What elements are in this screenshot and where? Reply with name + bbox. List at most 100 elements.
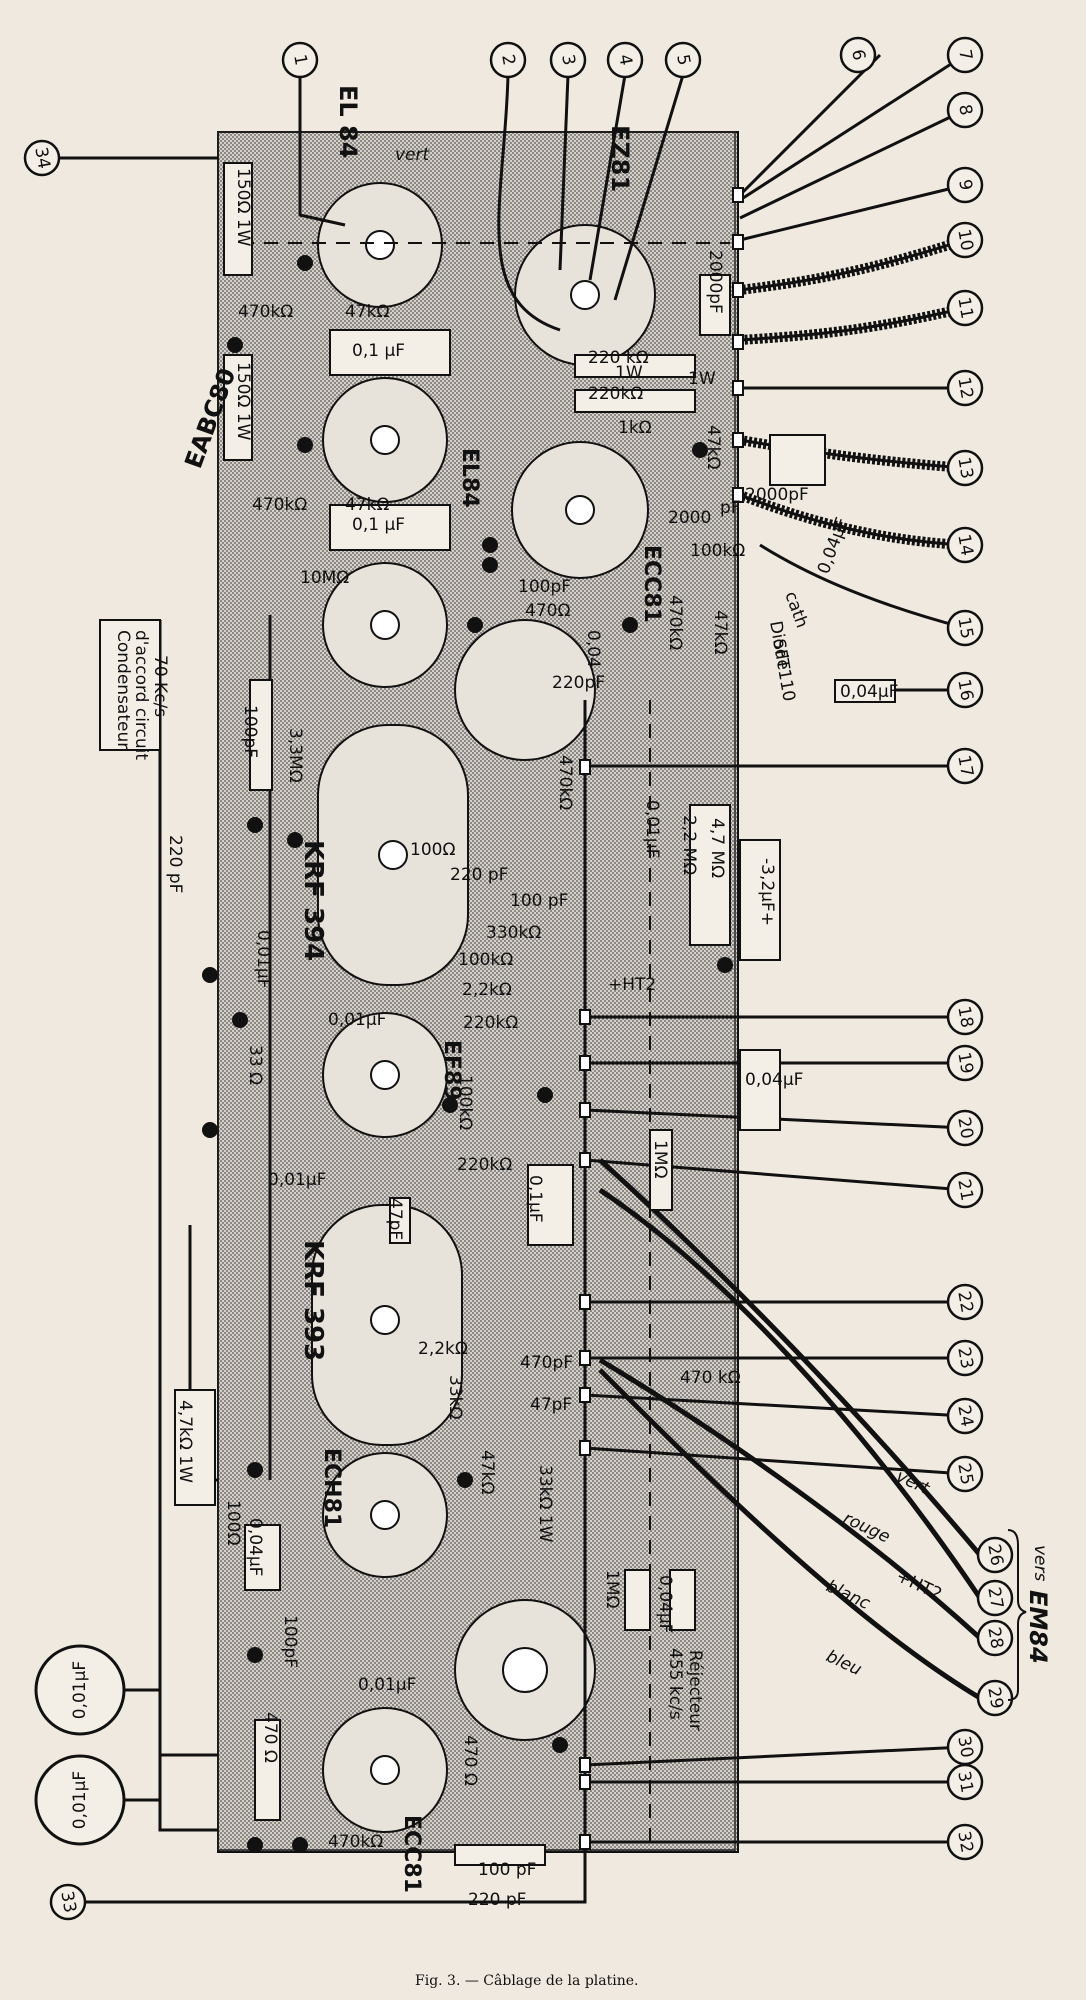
terminal-12: 12: [946, 369, 984, 407]
component-label-r-330k: 330kΩ: [486, 923, 541, 943]
component-label-r-2-2M: 2,2 MΩ: [679, 815, 699, 875]
component-label-c-01-a: 0,1 µF: [352, 341, 405, 361]
terminal-label: 21: [953, 1178, 976, 1203]
component-label-c-2000-c: 2000pF: [745, 485, 809, 505]
terminal-24: 24: [946, 1397, 984, 1435]
terminal-17: 17: [946, 747, 984, 785]
component-label-r-470-b: 470 Ω: [260, 1712, 280, 1763]
component-label-r-33-0-1w: 33kΩ 1W: [535, 1465, 555, 1543]
tube-label-ech81: ECH81: [319, 1448, 344, 1528]
wire-label-vers: vers: [1030, 1545, 1050, 1582]
terminal-circle: [976, 1579, 1014, 1617]
terminal-33: 33: [49, 1883, 87, 1921]
terminal-label: 20: [953, 1116, 976, 1141]
component-label-r-150-1w-a: 150Ω 1W: [233, 168, 253, 247]
terminal-tabs: [579, 187, 744, 1850]
terminal-25: 25: [946, 1455, 984, 1493]
component-label-r-4-7M: 4,7 MΩ: [707, 818, 727, 878]
terminal-label: 19: [953, 1051, 976, 1076]
component-label-c-220p-b: 220 pF: [165, 835, 185, 893]
component-label-sft110: SFT110: [768, 637, 799, 703]
component-label-c-004-c: 0,04µF: [840, 682, 898, 702]
terminal-circle: [946, 1339, 984, 1377]
component-label-r-470k-g: 470kΩ: [328, 1832, 383, 1852]
terminal-label: 26: [983, 1543, 1006, 1568]
tube-label-el84-a: EL 84: [334, 85, 362, 158]
component-label-r-220k-1w-b: 220kΩ: [588, 384, 643, 404]
terminal-label: 12: [953, 376, 976, 401]
terminal-label: 23: [953, 1346, 976, 1371]
terminal-13: 13: [946, 449, 984, 487]
terminal-label: 25: [953, 1462, 976, 1487]
terminal-10: 10: [946, 221, 984, 259]
component-label-r-470k-c: 470kΩ: [665, 595, 685, 650]
component-labels: 150Ω 1W 470kΩ 47kΩ 0,1 µF 150Ω 1W 470kΩ 47kΩ 0,…: [113, 168, 898, 1910]
terminal-circle: [946, 166, 984, 204]
terminal-circle: [976, 1679, 1014, 1717]
terminal-circle: [946, 289, 984, 327]
terminal-circle: [946, 747, 984, 785]
terminal-label: 10: [953, 228, 976, 253]
component-label-c-100p-b: 100 pF: [510, 891, 568, 911]
component-label-c-100p-c: 100pF: [240, 705, 260, 758]
terminal-23: 23: [946, 1339, 984, 1377]
component-label-r-1w-a: 1W: [615, 363, 643, 383]
terminal-20: 20: [946, 1109, 984, 1147]
component-label-r-220k-c: 220kΩ: [457, 1155, 512, 1175]
component-label-c-pF: pF: [720, 498, 741, 518]
terminal-7: 7: [946, 36, 984, 74]
terminal-circle: [946, 1283, 984, 1321]
component-label-r-33k: 33kΩ: [445, 1375, 465, 1419]
terminal-21: 21: [946, 1171, 984, 1209]
terminal-circle: [946, 1455, 984, 1493]
wire-label-ht2: +HT2: [893, 1566, 945, 1605]
terminal-circle: [664, 41, 702, 79]
component-label-c-004-f: 0,04µF: [655, 1575, 675, 1633]
terminal-11: 11: [946, 289, 984, 327]
terminal-label: 22: [953, 1290, 976, 1315]
em84-leads: [598, 1158, 983, 1701]
terminal-circle: [946, 1763, 984, 1801]
component-label-c-3-2: -3,2µF+: [757, 858, 777, 926]
external-capacitors: 0,01µF 0,01µF: [34, 1644, 126, 1846]
terminal-circle: [839, 36, 877, 74]
terminal-label: 6: [847, 48, 869, 62]
component-label-c-01-b: 0,1 µF: [352, 515, 405, 535]
component-label-r-150-1w-b: 150Ω 1W: [233, 362, 253, 441]
component-label-c-001-b: 0,01µF: [642, 800, 662, 858]
terminal-label: 4: [614, 53, 636, 67]
component-label-r-47k-c: 47kΩ: [703, 425, 723, 469]
terminal-circle: [946, 1109, 984, 1147]
component-label-r-220k-1w: 220 kΩ: [588, 348, 649, 368]
component-label-cond-line3: 70 Kc/s: [150, 655, 170, 717]
component-label-ht2-a: +HT2: [608, 975, 656, 995]
terminal-label: 30: [953, 1735, 976, 1760]
terminal-label: 32: [953, 1830, 976, 1855]
terminal-circle: [946, 221, 984, 259]
component-label-c-004-e: 0,04µF: [245, 1518, 265, 1576]
terminal-circle: [281, 41, 319, 79]
component-label-r-470-a: 470Ω: [525, 601, 570, 621]
terminal-26: 26: [976, 1536, 1014, 1574]
terminal-label: 29: [983, 1686, 1006, 1711]
terminal-2: 2: [489, 41, 527, 79]
terminal-circle: [946, 91, 984, 129]
component-label-r-1M-a: 1MΩ: [650, 1140, 670, 1178]
terminal-22: 22: [946, 1283, 984, 1321]
component-label-c-220p-d: 220 pF: [468, 1890, 526, 1910]
terminal-28: 28: [976, 1619, 1014, 1657]
terminal-label: 18: [953, 1005, 976, 1030]
terminal-circle: [946, 526, 984, 564]
terminal-9: 9: [946, 166, 984, 204]
terminal-label: 9: [954, 178, 976, 192]
component-label-r-47k-d: 47kΩ: [710, 610, 730, 654]
terminal-16: 16: [946, 671, 984, 709]
component-label-c-001-e: 0,01µF: [358, 1675, 416, 1695]
component-label-r-470k-b: 470kΩ: [252, 495, 307, 515]
terminal-label: 2: [497, 53, 519, 67]
component-label-r-33: 33 Ω: [245, 1045, 265, 1085]
terminal-label: 3: [557, 53, 579, 67]
terminal-circle: [976, 1536, 1014, 1574]
terminal-circle: [946, 671, 984, 709]
